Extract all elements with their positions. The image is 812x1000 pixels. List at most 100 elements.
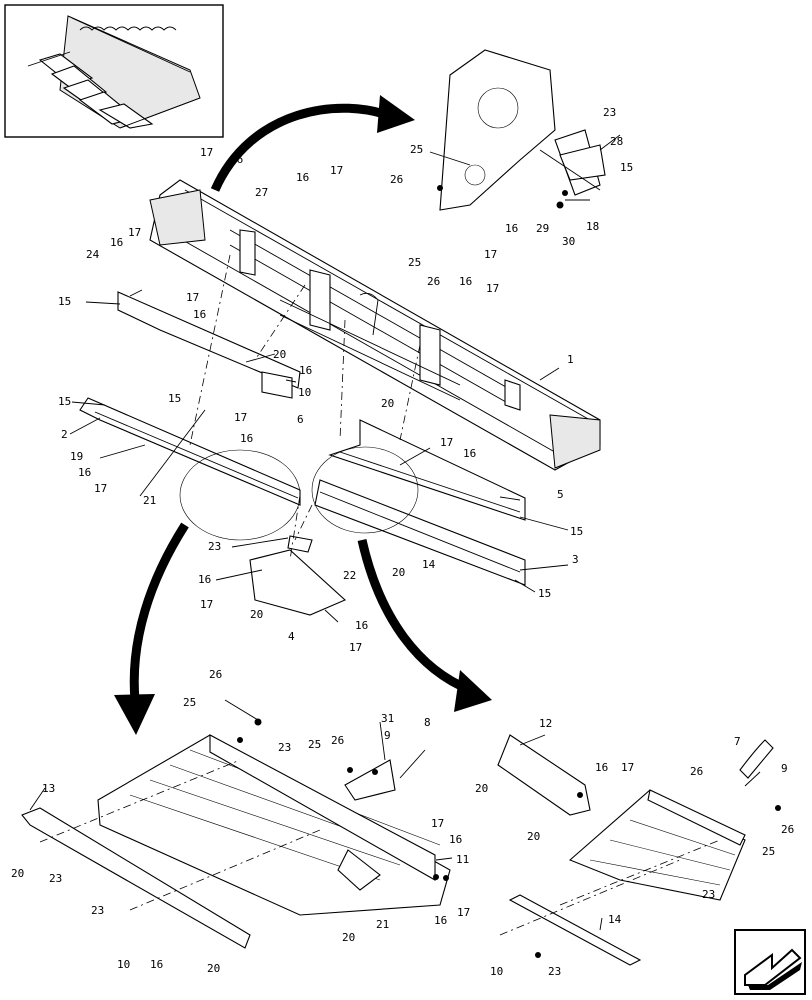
- callout-label: 12: [539, 717, 552, 730]
- callout-label: 15: [168, 392, 181, 405]
- callout-label: 15: [58, 295, 71, 308]
- callout-label: 26: [690, 765, 703, 778]
- callout-label: 15: [570, 525, 583, 538]
- callout-label: 17: [94, 482, 107, 495]
- callout-label: 6: [297, 413, 304, 426]
- callout-label: 17: [128, 226, 141, 239]
- callout-label: 14: [608, 913, 622, 926]
- callout-label: 17: [200, 598, 213, 611]
- callout-label: 16: [110, 236, 123, 249]
- callout-label: 7: [734, 735, 741, 748]
- callout-label: 16: [355, 619, 368, 632]
- callout-label: 25: [308, 738, 321, 751]
- callout-label: 28: [610, 135, 623, 148]
- callout-label: 16: [505, 222, 518, 235]
- callout-label: 2: [61, 428, 68, 441]
- callout-label: 25: [762, 845, 775, 858]
- callout-label: 20: [392, 566, 405, 579]
- detail-left: [21, 734, 451, 949]
- callout-label: 31: [381, 712, 394, 725]
- callout-label: 16: [78, 466, 91, 479]
- callout-label: 5: [557, 488, 564, 501]
- inset-thumbnail: [4, 4, 224, 138]
- callout-label: 1: [567, 353, 574, 366]
- callout-label: 13: [42, 782, 55, 795]
- callout-label: 16: [296, 171, 309, 184]
- panel-5: [328, 419, 526, 521]
- callout-label: 17: [621, 761, 634, 774]
- callout-label: 18: [586, 220, 599, 233]
- callout-label: 20: [273, 348, 286, 361]
- callout-label: 23: [702, 888, 715, 901]
- callout-label: 20: [475, 782, 488, 795]
- callout-label: 30: [562, 235, 575, 248]
- callout-label: 20: [527, 830, 540, 843]
- callout-label: 26: [209, 668, 222, 681]
- callout-label: 10: [117, 958, 130, 971]
- callout-label: 9: [781, 762, 788, 775]
- callout-label: 23: [91, 904, 104, 917]
- callout-label: 10: [490, 965, 503, 978]
- callout-label: 16: [240, 432, 253, 445]
- fasteners: [237, 185, 781, 958]
- direction-arrow-icon: [734, 929, 806, 995]
- callout-label: 16: [434, 914, 447, 927]
- callout-label: 16: [449, 833, 462, 846]
- callout-label: 8: [424, 716, 431, 729]
- callout-label: 20: [342, 931, 355, 944]
- callout-label: 21: [376, 918, 389, 931]
- callout-label: 23: [548, 965, 561, 978]
- callout-label: 17: [330, 164, 343, 177]
- header-frame: [149, 179, 601, 471]
- callout-label: 17: [431, 817, 444, 830]
- callout-label: 25: [408, 256, 421, 269]
- callout-label: 20: [250, 608, 263, 621]
- callout-label: 17: [484, 248, 497, 261]
- callout-label: 25: [410, 143, 423, 156]
- callout-label: 15: [538, 587, 551, 600]
- callout-label: 24: [86, 248, 100, 261]
- panel-4: [249, 549, 347, 616]
- callout-label: 25: [183, 696, 196, 709]
- callout-label: 17: [349, 641, 362, 654]
- callout-label: 26: [331, 734, 344, 747]
- callout-arrows: [114, 95, 492, 735]
- callout-label: 9: [384, 729, 391, 742]
- callout-label: 23: [603, 106, 616, 119]
- callout-label: 11: [456, 853, 469, 866]
- callout-label: 26: [427, 275, 440, 288]
- callout-label: 4: [288, 630, 295, 643]
- callout-label: 16: [595, 761, 608, 774]
- callout-label: 16: [459, 275, 472, 288]
- panel-2: [79, 397, 301, 506]
- callout-label: 17: [186, 291, 199, 304]
- callout-labels: 17 16 27 16 17 24 16 17 15 17 16 20 16 1…: [11, 106, 794, 978]
- callout-label: 27: [255, 186, 268, 199]
- callout-label: 20: [207, 962, 220, 975]
- leader-lines: [29, 134, 761, 931]
- callout-label: 16: [198, 573, 211, 586]
- callout-label: 22: [343, 569, 356, 582]
- callout-label: 10: [298, 386, 311, 399]
- callout-label: 17: [486, 282, 499, 295]
- callout-label: 3: [572, 553, 579, 566]
- callout-label: 19: [70, 450, 83, 463]
- callout-label: 29: [536, 222, 549, 235]
- callout-label: 16: [299, 364, 312, 377]
- callout-label: 15: [58, 395, 71, 408]
- callout-label: 23: [49, 872, 62, 885]
- assembly-lines: [189, 254, 421, 561]
- callout-label: 17: [200, 146, 213, 159]
- callout-label: 23: [278, 741, 291, 754]
- callout-label: 14: [422, 558, 436, 571]
- callout-label: 16: [230, 153, 243, 166]
- callout-label: 17: [440, 436, 453, 449]
- side-plate-detail: [439, 49, 606, 211]
- callout-label: 17: [234, 411, 247, 424]
- detail-right: [497, 734, 774, 966]
- callout-label: 16: [193, 308, 206, 321]
- callout-label: 16: [150, 958, 163, 971]
- callout-label: 17: [457, 906, 470, 919]
- callout-label: 16: [463, 447, 476, 460]
